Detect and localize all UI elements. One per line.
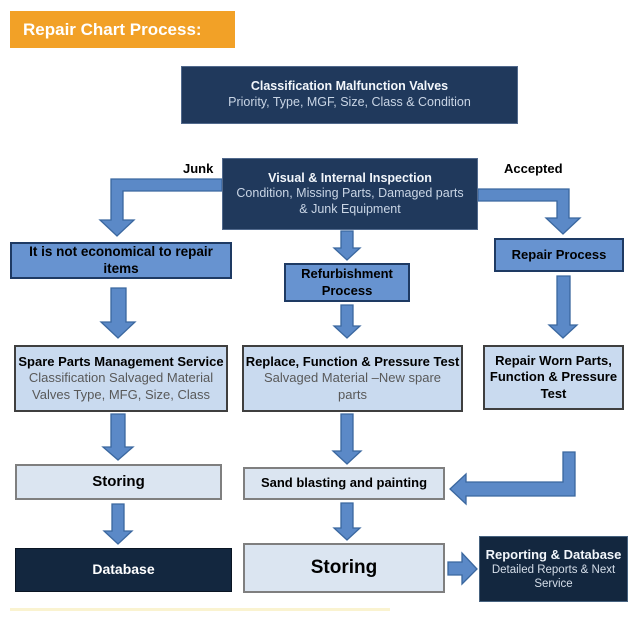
repair-worn-line3: Test xyxy=(540,385,567,401)
reporting-line2: Detailed Reports & Next xyxy=(491,563,616,576)
accepted-label: Accepted xyxy=(504,161,563,176)
storing-left-label: Storing xyxy=(92,472,145,490)
arrow-storing-to-reporting xyxy=(447,551,478,586)
refurbishment-line2: Process xyxy=(321,282,373,298)
spare-parts-line3: Valves Type, MFG, Size, Class xyxy=(32,386,210,402)
arrow-inspection-to-refurbishment xyxy=(332,230,362,261)
arrow-accepted-elbow xyxy=(477,188,582,235)
sand-blasting-box: Sand blasting and painting xyxy=(243,467,445,500)
classification-title: Classification Malfunction Valves xyxy=(250,79,449,94)
arrow-storing-to-database xyxy=(102,503,134,545)
replace-test-title: Replace, Function & Pressure Test xyxy=(245,354,460,370)
spare-parts-line2: Classification Salvaged Material xyxy=(28,370,214,386)
inspection-title: Visual & Internal Inspection xyxy=(268,170,432,185)
reporting-line3: Service xyxy=(534,578,573,591)
not-economical-label: It is not economical to repair items xyxy=(29,243,213,276)
reporting-title: Reporting & Database xyxy=(485,546,622,562)
arrow-refurbishment-to-replace xyxy=(332,304,362,339)
spare-parts-box: Spare Parts Management Service Classific… xyxy=(14,345,228,412)
database-label: Database xyxy=(92,561,155,578)
repair-process-label: Repair Process xyxy=(511,246,607,262)
refurbishment-box: Refurbishment Process xyxy=(284,263,410,302)
bottom-accent-strip xyxy=(10,608,390,611)
inspection-line3: & Junk Equipment xyxy=(299,201,401,216)
inspection-line2: Condition, Missing Parts, Damaged parts xyxy=(236,186,464,201)
storing-bottom-box: Storing xyxy=(243,543,445,593)
spare-parts-title: Spare Parts Management Service xyxy=(18,354,224,370)
arrow-sandblasting-to-storing xyxy=(332,502,362,541)
repair-worn-line1: Repair Worn Parts, xyxy=(495,353,612,369)
replace-test-line2: Salvaged Material –New spare xyxy=(263,370,442,386)
repair-worn-line2: Function & Pressure xyxy=(489,369,618,385)
inspection-box: Visual & Internal Inspection Condition, … xyxy=(222,158,478,230)
arrow-repairworn-elbow-to-sandblasting xyxy=(449,451,576,506)
classification-box: Classification Malfunction Valves Priori… xyxy=(181,66,518,124)
repair-process-box: Repair Process xyxy=(494,238,624,272)
sand-blasting-label: Sand blasting and painting xyxy=(260,475,428,491)
arrow-spareparts-to-storing xyxy=(101,413,135,461)
arrow-noteconomical-to-spareparts xyxy=(99,287,137,339)
arrow-replace-to-sandblasting xyxy=(331,413,363,465)
storing-bottom-label: Storing xyxy=(310,557,378,579)
junk-label: Junk xyxy=(183,161,214,176)
classification-subtitle: Priority, Type, MGF, Size, Class & Condi… xyxy=(228,95,471,109)
replace-test-line3: parts xyxy=(338,386,367,402)
refurbishment-line1: Refurbishment xyxy=(301,266,393,282)
reporting-database-box: Reporting & Database Detailed Reports & … xyxy=(479,536,628,602)
not-economical-box: It is not economical to repair items xyxy=(10,242,232,279)
arrow-junk-elbow xyxy=(98,178,223,237)
database-box: Database xyxy=(15,548,232,592)
repair-worn-box: Repair Worn Parts, Function & Pressure T… xyxy=(483,345,624,410)
page-title: Repair Chart Process: xyxy=(10,11,235,48)
page-title-text: Repair Chart Process: xyxy=(23,19,202,39)
storing-left-box: Storing xyxy=(15,464,222,500)
replace-test-box: Replace, Function & Pressure Test Salvag… xyxy=(242,345,463,412)
arrow-repairprocess-to-repairworn xyxy=(547,275,579,339)
